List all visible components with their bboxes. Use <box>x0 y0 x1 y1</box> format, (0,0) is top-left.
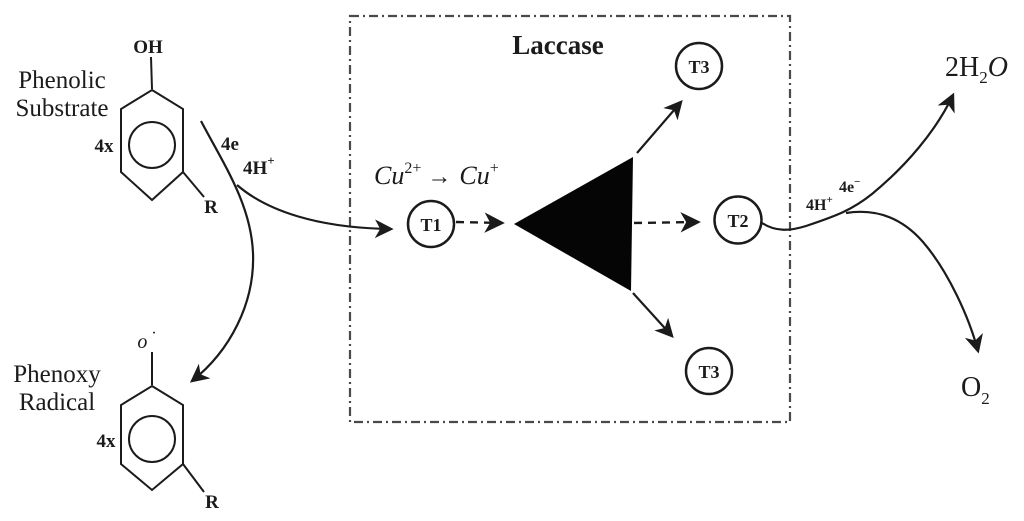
laccase-title: Laccase <box>512 30 603 60</box>
t3-bottom-site-label: T3 <box>698 362 719 382</box>
t3-bottom-copper-site-circle <box>684 346 734 396</box>
electrons-left-label: 4e <box>221 134 239 155</box>
benzene-ring-substrate <box>120 88 184 202</box>
t1-to-cluster-dashed-arrow <box>455 212 505 233</box>
substrate-multiplier-label: 4x <box>95 136 115 157</box>
copper-redox-equation: Cu2+→Cu+ <box>374 160 499 190</box>
laccase-enzyme-boundary-box <box>348 14 792 424</box>
substrate-to-radical-arrow <box>189 120 255 383</box>
oh-bond <box>150 56 153 90</box>
protons-left-label: 4H+ <box>243 153 275 179</box>
radical-r-group-label: R <box>205 492 219 513</box>
hydroxyl-group-label: OH <box>133 37 163 58</box>
t1-copper-site-circle <box>406 199 456 249</box>
electrons-right-label: 4e− <box>839 176 860 196</box>
substrate-r-group-label: R <box>204 197 218 218</box>
cluster-to-t3-top-arrow <box>636 100 683 154</box>
aromatic-circle-radical <box>128 415 176 463</box>
phenolic-substrate-label-line1: Phenolic <box>18 67 106 94</box>
aromatic-circle-substrate <box>128 121 176 169</box>
t2-to-water-arrow <box>761 92 955 231</box>
t2-copper-site-circle <box>713 195 763 245</box>
r-bond-substrate <box>182 171 205 198</box>
trinuclear-copper-cluster-triangle <box>514 157 633 291</box>
substrate-to-t1-arrow <box>236 184 394 239</box>
phenoxy-radical-label-line1: Phenoxy <box>13 361 101 388</box>
oxygen-reactant-label: O2 <box>961 372 990 408</box>
t2-site-label: T2 <box>727 211 748 231</box>
cluster-to-t2-dashed-arrow <box>633 212 701 233</box>
phenoxy-radical-label-line2: Radical <box>19 389 95 416</box>
t3-top-site-label: T3 <box>688 57 709 77</box>
protons-right-label: 4H+ <box>806 194 833 214</box>
radical-multiplier-label: 4x <box>97 431 117 452</box>
phenolic-substrate-label-line2: Substrate <box>15 95 108 122</box>
t3-top-copper-site-circle <box>674 41 724 91</box>
oxygen-radical-label: o· <box>137 325 156 353</box>
cluster-to-t3-bottom-arrow <box>632 292 674 338</box>
t1-site-label: T1 <box>420 215 441 235</box>
benzene-ring-radical <box>120 384 184 492</box>
water-product-label: 2H2O <box>945 52 1008 87</box>
r-bond-radical <box>182 463 205 493</box>
to-oxygen-arrow <box>845 210 983 354</box>
